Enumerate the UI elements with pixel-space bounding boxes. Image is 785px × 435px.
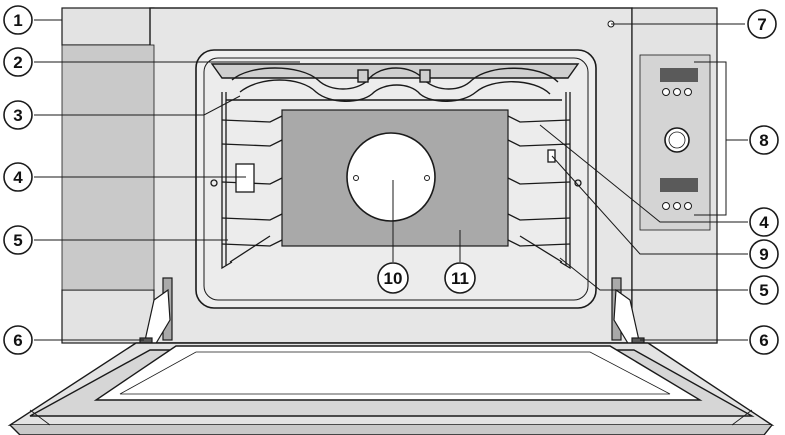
- fan-screw-right: [424, 175, 430, 181]
- svg-text:4: 4: [13, 168, 23, 187]
- fan-cover: [346, 132, 436, 222]
- control-knob-inner: [668, 131, 686, 149]
- callout-1: 1: [3, 5, 33, 35]
- left-lower-panel: [61, 289, 155, 344]
- cabinet-top-left: [61, 7, 155, 46]
- grill-element: [210, 63, 580, 102]
- callout-3: 3: [3, 100, 33, 130]
- buttons-bottom: [662, 202, 692, 210]
- callout-4-right: 4: [749, 207, 779, 237]
- leader-lines: [34, 19, 748, 341]
- display-bottom: [660, 178, 698, 192]
- svg-text:8: 8: [759, 131, 768, 150]
- callout-4-left: 4: [3, 162, 33, 192]
- shelf-runner-left: [210, 92, 283, 270]
- callout-11: 11: [444, 262, 476, 294]
- callout-5-right: 5: [749, 275, 779, 305]
- callout-6-right: 6: [749, 325, 779, 355]
- callout-2: 2: [3, 47, 33, 77]
- right-lower-panel: [631, 289, 718, 344]
- svg-text:6: 6: [759, 331, 768, 350]
- callout-9: 9: [749, 239, 779, 269]
- svg-text:10: 10: [384, 269, 403, 288]
- display-top: [660, 68, 698, 82]
- svg-text:6: 6: [13, 331, 22, 350]
- callout-10: 10: [377, 262, 409, 294]
- svg-text:4: 4: [759, 213, 769, 232]
- shelf-runner-right: [507, 92, 582, 270]
- left-mid-panel: [61, 44, 155, 291]
- svg-text:5: 5: [759, 281, 768, 300]
- callout-8: 8: [749, 125, 779, 155]
- svg-text:9: 9: [759, 245, 768, 264]
- callout-7: 7: [747, 9, 777, 39]
- svg-text:3: 3: [13, 106, 22, 125]
- callout-5-left: 5: [3, 225, 33, 255]
- fan-screw-left: [353, 175, 359, 181]
- oven-door: [7, 342, 775, 435]
- buttons-top: [662, 88, 692, 96]
- callout-6-left: 6: [3, 325, 33, 355]
- svg-text:7: 7: [757, 15, 766, 34]
- svg-text:2: 2: [13, 53, 22, 72]
- svg-text:5: 5: [13, 231, 22, 250]
- svg-text:1: 1: [13, 11, 22, 30]
- svg-text:11: 11: [451, 269, 469, 288]
